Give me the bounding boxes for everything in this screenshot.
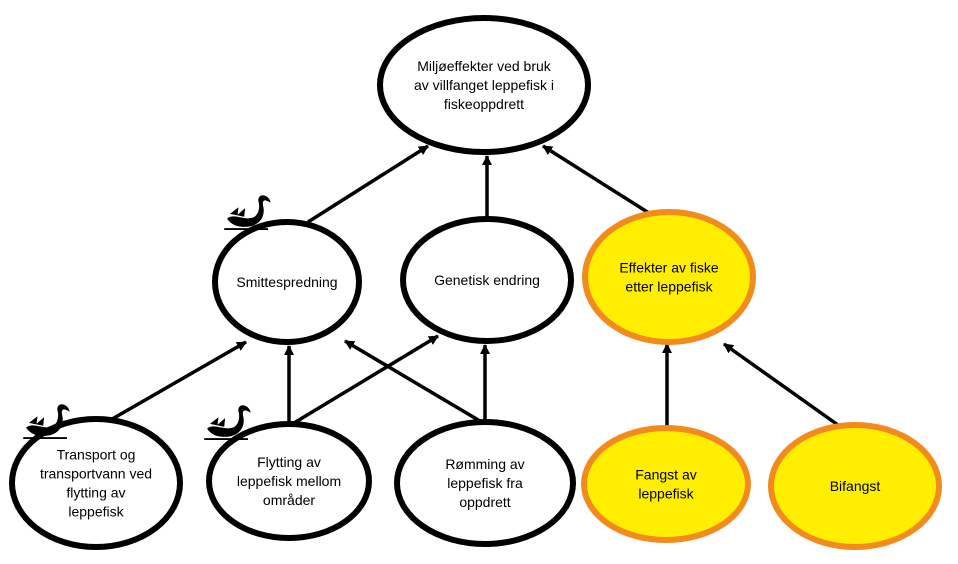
node-genetisk: Genetisk endring bbox=[400, 216, 574, 344]
node-fangst-label-line: Fangst av bbox=[635, 467, 696, 483]
arrow-flytting-to-genetisk bbox=[288, 334, 439, 428]
node-bifangst-ellipse bbox=[768, 422, 942, 550]
node-top-label-line: av villfanget leppefisk i bbox=[414, 77, 554, 93]
arrow-smitte-to-top bbox=[307, 144, 429, 224]
node-top: Miljøeffekter ved bruk av villfanget lepp… bbox=[377, 15, 591, 155]
edges-layer bbox=[99, 144, 840, 430]
node-transport-label-line: leppefisk bbox=[68, 504, 124, 520]
node-romming-ellipse bbox=[394, 419, 576, 547]
node-romming: Rømming av leppefisk fra oppdrett bbox=[394, 419, 576, 547]
arrow-transport-to-smitte bbox=[99, 340, 247, 428]
node-transport-ellipse bbox=[9, 416, 183, 550]
node-flytting-ellipse bbox=[206, 421, 372, 541]
node-effekter-label-line: etter leppefisk bbox=[625, 279, 713, 295]
node-romming-label-line: oppdrett bbox=[459, 494, 510, 510]
node-flytting: Flytting av leppefisk mellom områder bbox=[206, 421, 372, 541]
node-top-ellipse bbox=[377, 15, 591, 155]
node-smitte: Smittespredning bbox=[212, 219, 362, 345]
node-transport-label-line: transportvann ved bbox=[40, 466, 152, 482]
node-transport: Transport og transportvann ved flytting av… bbox=[9, 416, 183, 550]
node-top-label-line: fiskeoppdrett bbox=[444, 96, 524, 112]
node-fangst: Fangst av leppefisk bbox=[581, 425, 751, 543]
node-genetisk-label-line: Genetisk endring bbox=[434, 272, 540, 288]
node-flytting-label-line: områder bbox=[263, 492, 315, 508]
node-flytting-label-line: leppefisk mellom bbox=[237, 473, 341, 489]
node-transport-label-line: flytting av bbox=[66, 485, 125, 501]
node-romming-label-line: Rømming av bbox=[445, 456, 524, 472]
node-fangst-label-line: leppefisk bbox=[638, 486, 694, 502]
node-fangst-ellipse bbox=[581, 425, 751, 543]
node-smitte-label-line: Smittespredning bbox=[236, 274, 337, 290]
node-effekter-ellipse bbox=[582, 209, 756, 345]
node-effekter: Effekter av fiske etter leppefisk bbox=[582, 209, 756, 345]
node-smitte-ellipse bbox=[212, 219, 362, 345]
arrow-bifangst-to-effekter bbox=[722, 342, 840, 427]
nodes-layer: Miljøeffekter ved bruk av villfanget lepp… bbox=[9, 15, 942, 550]
node-flytting-label-line: Flytting av bbox=[257, 454, 321, 470]
node-bifangst: Bifangst bbox=[768, 422, 942, 550]
node-romming-label-line: leppefisk fra bbox=[447, 475, 523, 491]
node-effekter-label-line: Effekter av fiske bbox=[619, 260, 719, 276]
node-bifangst-label-line: Bifangst bbox=[830, 478, 881, 494]
node-genetisk-ellipse bbox=[400, 216, 574, 344]
arrow-effekter-to-top bbox=[542, 144, 661, 222]
arrow-romming-to-smitte bbox=[344, 339, 486, 426]
node-transport-label-line: Transport og bbox=[57, 447, 136, 463]
node-top-label-line: Miljøeffekter ved bruk bbox=[417, 58, 552, 74]
